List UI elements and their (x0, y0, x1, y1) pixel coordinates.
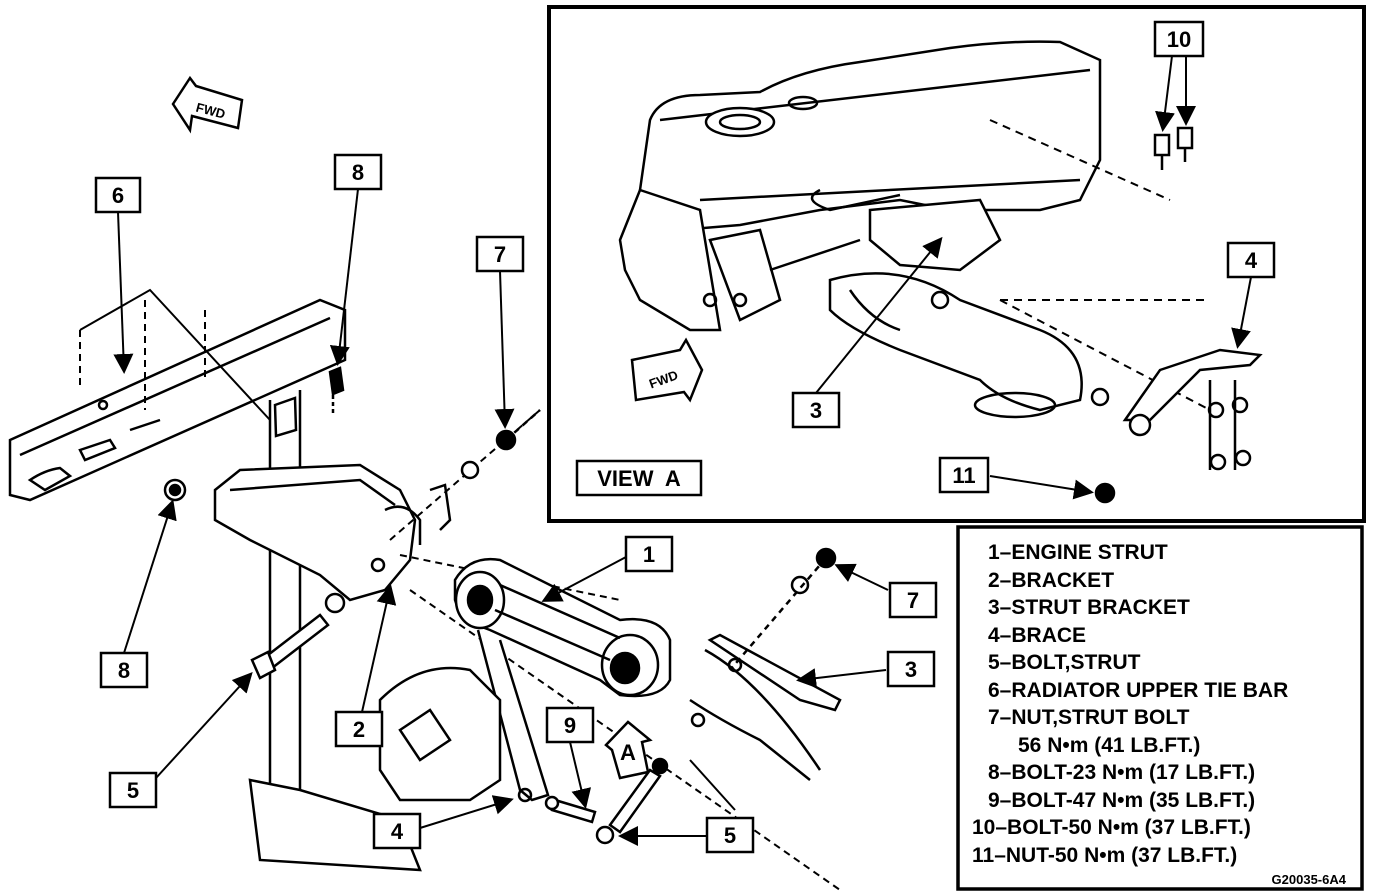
inset-callout-3: 3 (791, 236, 943, 429)
callout-5-right-label: 5 (724, 823, 736, 848)
callout-7-right: 7 (834, 563, 938, 619)
legend-frame (956, 525, 1364, 891)
legend-item-11: 11–NUT-50 N•m (37 LB.FT.) (972, 844, 1237, 867)
callout-2-label: 2 (353, 717, 365, 742)
inset-callout-11-label: 11 (952, 463, 975, 488)
inset-callout-10: 10 (1153, 20, 1205, 132)
callout-5-right: 5 (618, 816, 755, 854)
callout-9: 9 (545, 706, 595, 809)
legend-item-7: 7–NUT,STRUT BOLT (988, 706, 1190, 729)
legend-item-4: 4–BRACE (988, 624, 1086, 647)
callout-5-right-leader (689, 759, 736, 811)
figure-code: G20035-6A4 (1272, 872, 1347, 887)
callout-3-label: 3 (905, 657, 917, 682)
callout-7-top-label: 7 (494, 242, 506, 267)
main-fwd-arrow: FWD (171, 75, 244, 134)
legend-item-2: 2–BRACKET (988, 569, 1114, 592)
view-a-arrow-letter: A (620, 740, 636, 765)
inset-callout-4: 4 (1226, 241, 1276, 349)
callout-1-label: 1 (643, 542, 655, 567)
callout-8-top: 8 (329, 153, 383, 366)
main-fwd-label: FWD (194, 100, 226, 122)
callout-1: 1 (541, 535, 674, 602)
legend-item-5: 5–BOLT,STRUT (988, 651, 1141, 674)
legend-item-7-torque: 56 N•m (41 LB.FT.) (1018, 734, 1200, 757)
callout-8-bottom: 8 (99, 499, 177, 689)
callout-6: 6 (94, 176, 142, 374)
callout-8-top-label: 8 (352, 160, 364, 185)
callout-9-label: 9 (564, 713, 576, 738)
view-a-arrow: A (604, 720, 653, 780)
inset-callout-4-label: 4 (1245, 248, 1258, 273)
legend: 1–ENGINE STRUT 2–BRACKET 3–STRUT BRACKET… (972, 541, 1288, 867)
callout-4-label: 4 (391, 819, 404, 844)
inset-callout-3-label: 3 (810, 398, 822, 423)
callout-7-right-label: 7 (907, 588, 919, 613)
callout-8-bottom-label: 8 (118, 658, 130, 683)
callout-4: 4 (372, 795, 514, 850)
legend-item-6: 6–RADIATOR UPPER TIE BAR (988, 679, 1288, 702)
legend-item-1: 1–ENGINE STRUT (988, 541, 1168, 564)
legend-item-10: 10–BOLT-50 N•m (37 LB.FT.) (972, 816, 1251, 839)
view-a-label: VIEW A (597, 466, 681, 491)
callout-6-label: 6 (112, 183, 124, 208)
callout-7-top: 7 (475, 235, 525, 429)
inset-callout-10-label: 10 (1167, 27, 1191, 52)
inset-fwd-arrow: FWD (630, 337, 704, 403)
inset-engine-drawing (618, 40, 1263, 504)
callout-2: 2 (334, 584, 397, 748)
legend-item-8: 8–BOLT-23 N•m (17 LB.FT.) (988, 761, 1255, 784)
view-a-label-box: VIEW A (575, 459, 703, 497)
inset-view-frame (547, 5, 1366, 523)
legend-item-3: 3–STRUT BRACKET (988, 596, 1190, 619)
callout-3: 3 (796, 650, 936, 689)
inset-callout-11: 11 (938, 456, 1094, 500)
legend-item-9: 9–BOLT-47 N•m (35 LB.FT.) (988, 789, 1255, 812)
callout-5-left: 5 (108, 672, 253, 809)
callout-5-left-label: 5 (127, 778, 139, 803)
